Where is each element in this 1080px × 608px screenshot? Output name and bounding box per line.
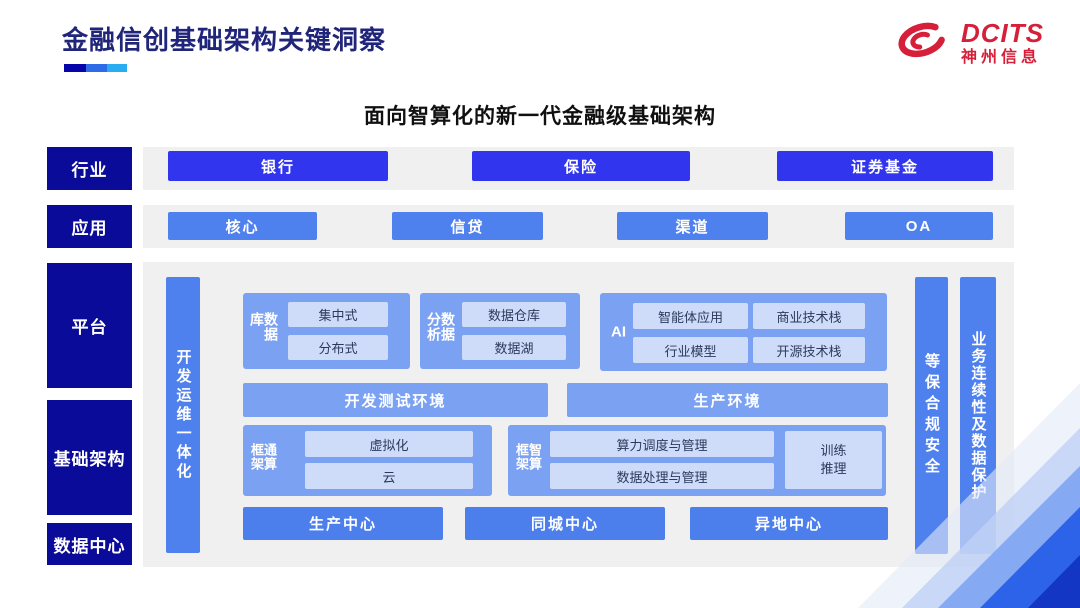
chip-centralized: 集中式 (288, 302, 388, 327)
chip-agent-apps: 智能体应用 (633, 303, 748, 329)
underline-segment-dark (64, 64, 86, 72)
app-item-core: 核心 (168, 212, 317, 240)
row-label-industry: 行业 (47, 147, 132, 190)
platform-container: 开发运维一体化 等保合规安全 业务连续性及数据保护 数据库 集中式 分布式 数据… (143, 262, 1014, 567)
side-label-platform: 平台 (47, 263, 132, 388)
common-compute-block: 通算框架 虚拟化 云 (243, 425, 492, 496)
smart-compute-label: 智算框架 (514, 442, 542, 471)
chip-data-processing: 数据处理与管理 (550, 463, 774, 489)
side-label-datacenter: 数据中心 (47, 523, 132, 565)
chip-compute-scheduling: 算力调度与管理 (550, 431, 774, 457)
chip-distributed: 分布式 (288, 335, 388, 360)
ai-block-label: AI (611, 323, 626, 341)
application-row: 核心 信贷 渠道 OA (143, 205, 1014, 248)
ai-block: AI 智能体应用 商业技术栈 行业模型 开源技术栈 (600, 293, 887, 371)
training-inference-chip: 训练推理 (785, 431, 882, 489)
dcits-logo: DCITS 神州信息 (891, 18, 1044, 69)
training-inference-label: 训练推理 (820, 443, 847, 476)
production-center-bar: 生产中心 (243, 507, 443, 540)
app-item-channel: 渠道 (617, 212, 768, 240)
continuity-pillar: 业务连续性及数据保护 (960, 277, 996, 554)
chip-virtualization: 虚拟化 (305, 431, 473, 457)
devops-pillar: 开发运维一体化 (166, 277, 200, 553)
analytics-block: 数据分析 数据仓库 数据湖 (420, 293, 580, 369)
analytics-block-label: 数据分析 (426, 312, 456, 342)
same-city-center-bar: 同城中心 (465, 507, 665, 540)
logo-company: 神州信息 (961, 49, 1042, 67)
side-label-infrastructure: 基础架构 (47, 400, 132, 515)
security-pillar: 等保合规安全 (915, 277, 948, 554)
app-item-credit: 信贷 (392, 212, 543, 240)
row-label-application: 应用 (47, 205, 132, 248)
dev-test-env-bar: 开发测试环境 (243, 383, 548, 417)
chip-data-lake: 数据湖 (462, 335, 566, 360)
remote-center-bar: 异地中心 (690, 507, 888, 540)
swirl-icon (891, 18, 953, 69)
database-block: 数据库 集中式 分布式 (243, 293, 410, 369)
industry-item-securities: 证券基金 (777, 151, 993, 181)
diagram-subtitle: 面向智算化的新一代金融级基础架构 (364, 105, 716, 128)
common-compute-label: 通算框架 (249, 442, 277, 471)
logo-brand: DCITS (961, 17, 1044, 48)
chip-open-source-stack: 开源技术栈 (753, 337, 865, 363)
industry-row: 银行 保险 证券基金 (143, 147, 1014, 190)
smart-compute-block: 智算框架 算力调度与管理 数据处理与管理 训练推理 (508, 425, 886, 496)
page-title: 金融信创基础架构关键洞察 (62, 25, 387, 55)
industry-item-insurance: 保险 (472, 151, 690, 181)
chip-cloud: 云 (305, 463, 473, 489)
industry-item-bank: 银行 (168, 151, 388, 181)
title-underline (64, 64, 127, 72)
underline-segment-mid (86, 64, 107, 72)
app-item-oa: OA (845, 212, 993, 240)
chip-data-warehouse: 数据仓库 (462, 302, 566, 327)
chip-commercial-stack: 商业技术栈 (753, 303, 865, 329)
chip-industry-models: 行业模型 (633, 337, 748, 363)
underline-segment-light (107, 64, 127, 72)
database-block-label: 数据库 (249, 312, 279, 342)
production-env-bar: 生产环境 (567, 383, 888, 417)
